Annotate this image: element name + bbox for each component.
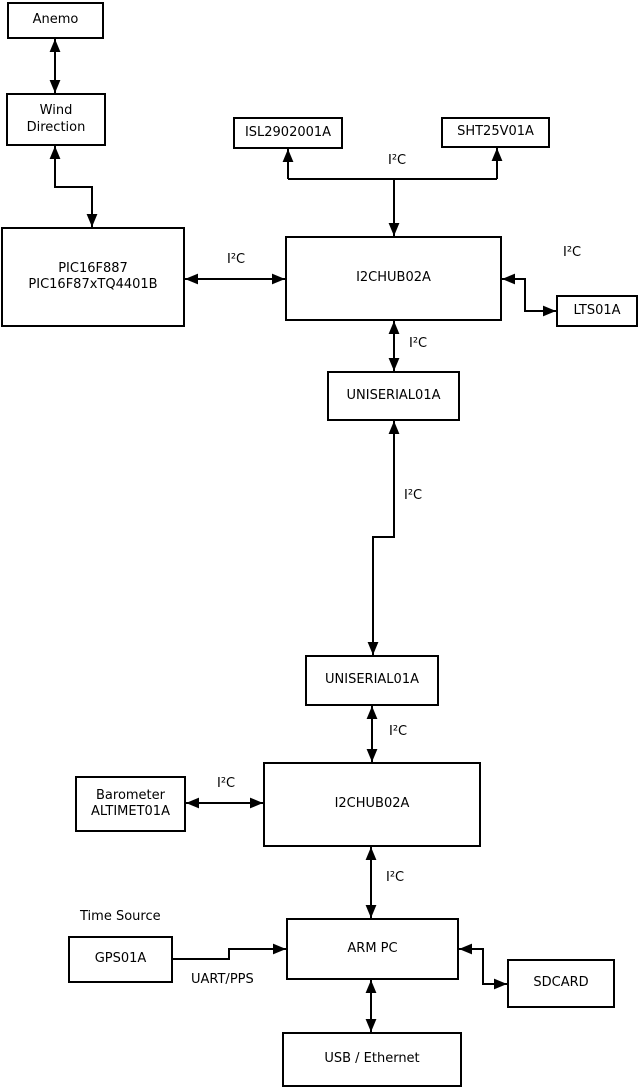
node-i2chub02a-bottom: I2CHUB02A [263,762,481,847]
node-i2chub02a-top-label: I2CHUB02A [356,270,431,286]
node-arm-pc-label: ARM PC [347,940,398,956]
edge-label-i2c-hub2-arm: I²C [386,870,405,885]
edge-label-i2c-pic-hub: I²C [227,252,246,267]
node-sht25v01a-label: SHT25V01A [457,124,534,140]
node-wind-direction-label-1: Wind [39,103,73,119]
node-uniserial01a-top: UNISERIAL01A [327,371,460,421]
node-usb-ethernet-label: USB / Ethernet [324,1051,420,1067]
node-pic16f887: PIC16F887 PIC16F87xTQ4401B [1,227,185,327]
node-anemo: Anemo [7,2,104,39]
edge-label-i2c-uniserial-link: I²C [404,488,423,503]
edge-label-i2c-barometer: I²C [217,776,236,791]
node-barometer-label-2: ALTIMET01A [91,804,170,819]
node-sht25v01a: SHT25V01A [441,117,550,148]
node-gps01a-label: GPS01A [94,951,147,967]
node-i2chub02a-bottom-label: I2CHUB02A [334,796,410,812]
node-isl2902001a: ISL2902001A [233,117,343,149]
node-barometer-label-1: Barometer [96,787,165,803]
edge-label-time-source: Time Source [80,909,161,924]
edge-label-i2c-top-bus: I²C [388,153,407,168]
node-barometer: Barometer ALTIMET01A [75,776,186,832]
edge-label-i2c-uniserial-hub2: I²C [389,724,408,739]
node-lts01a: LTS01A [556,295,638,327]
node-pic16f887-label-1: PIC16F887 [58,260,128,276]
node-gps01a: GPS01A [68,936,173,983]
edge-label-i2c-hub-uniserial: I²C [409,336,428,351]
node-sdcard-label: SDCARD [533,975,589,991]
edge-label-i2c-lts: I²C [563,245,582,260]
node-lts01a-label: LTS01A [573,302,621,318]
node-wind-direction: Wind Direction [6,93,106,146]
node-usb-ethernet: USB / Ethernet [282,1032,462,1087]
node-uniserial01a-bottom-label: UNISERIAL01A [325,672,419,688]
node-i2chub02a-top: I2CHUB02A [285,236,502,321]
node-pic16f887-label-2: PIC16F87xTQ4401B [28,277,158,292]
node-uniserial01a-top-label: UNISERIAL01A [346,387,441,403]
node-isl2902001a-label: ISL2902001A [244,124,332,140]
node-sdcard: SDCARD [507,959,615,1008]
edge-label-uart-pps: UART/PPS [191,972,254,987]
node-wind-direction-label-2: Direction [26,119,86,135]
node-arm-pc: ARM PC [286,918,459,980]
node-uniserial01a-bottom: UNISERIAL01A [305,655,439,706]
node-anemo-label: Anemo [32,12,79,28]
